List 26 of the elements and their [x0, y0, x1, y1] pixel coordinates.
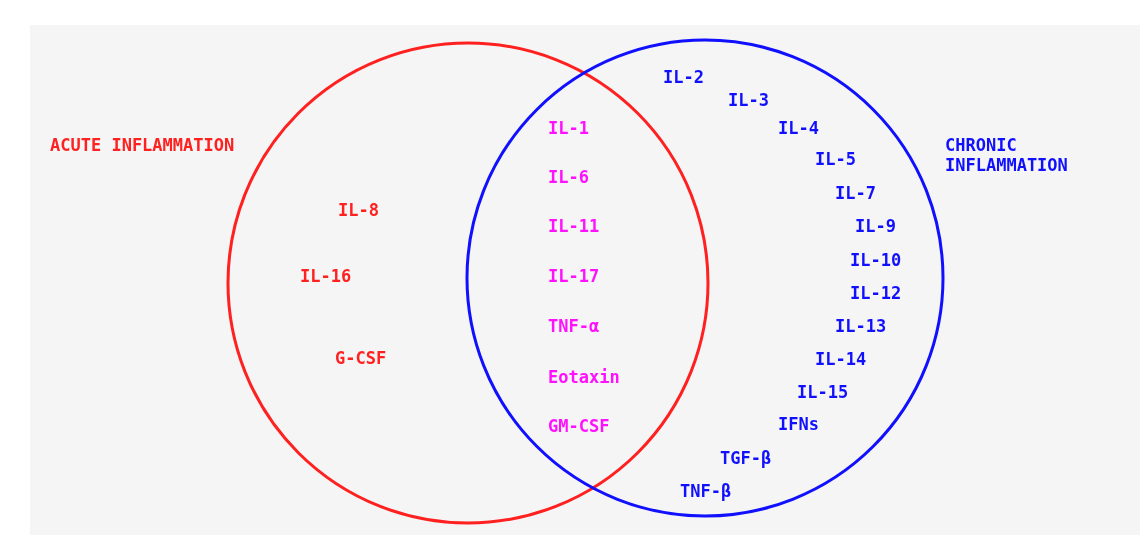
cytokine-label: TNF-α: [548, 316, 600, 336]
cytokine-label: IL-15: [797, 382, 849, 402]
cytokine-label: IL-5: [815, 149, 856, 169]
cytokine-label: GM-CSF: [548, 416, 610, 436]
cytokine-label: TNF-β: [680, 481, 732, 501]
set-title: CHRONIC INFLAMMATION: [945, 135, 1069, 175]
cytokine-label: IL-9: [855, 216, 896, 236]
cytokine-label: IL-8: [338, 200, 379, 220]
cytokine-label: IL-13: [835, 316, 887, 336]
cytokine-label: TGF-β: [720, 448, 772, 468]
cytokine-label: IL-12: [850, 283, 902, 303]
cytokine-label: IL-7: [835, 183, 876, 203]
cytokine-label: IL-11: [548, 216, 600, 236]
set-title: ACUTE INFLAMMATION: [50, 135, 236, 155]
cytokine-label: IL-3: [728, 90, 769, 110]
cytokine-label: IL-16: [300, 266, 352, 286]
cytokine-label: IL-17: [548, 266, 600, 286]
cytokine-label: IL-4: [778, 118, 819, 138]
cytokine-label: IFNs: [778, 414, 819, 434]
cytokine-label: IL-2: [663, 67, 704, 87]
cytokine-label: IL-6: [548, 167, 589, 187]
cytokine-label: Eotaxin: [548, 367, 620, 387]
cytokine-label: IL-1: [548, 118, 589, 138]
cytokine-label: G-CSF: [335, 348, 387, 368]
cytokine-label: IL-10: [850, 250, 902, 270]
cytokine-label: IL-14: [815, 349, 867, 369]
